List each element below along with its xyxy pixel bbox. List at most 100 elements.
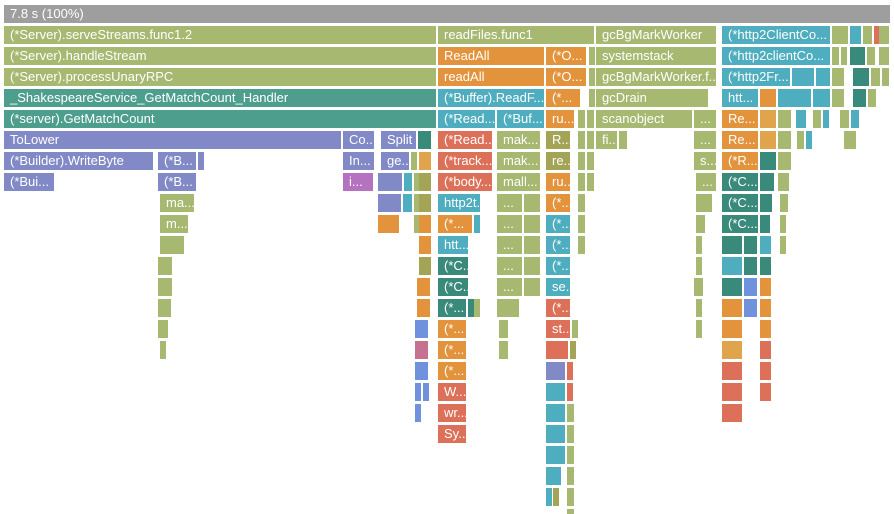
flame-frame[interactable]	[619, 131, 627, 149]
flame-frame-htt[interactable]: htt...	[438, 236, 468, 254]
flame-frame[interactable]	[546, 467, 561, 485]
flame-frame[interactable]	[589, 89, 595, 107]
flame-frame[interactable]	[879, 26, 889, 44]
flame-frame-re[interactable]: Re...	[722, 131, 758, 149]
flame-frame-re[interactable]: Re...	[722, 110, 758, 128]
flame-frame[interactable]	[841, 47, 847, 65]
flame-frame[interactable]: (*...	[438, 341, 466, 359]
flame-frame[interactable]	[524, 257, 540, 275]
flame-frame[interactable]	[414, 194, 420, 212]
flame-frame[interactable]	[722, 236, 742, 254]
flame-frame[interactable]	[497, 299, 519, 317]
flame-frame[interactable]	[567, 362, 573, 380]
flame-frame[interactable]	[760, 89, 776, 107]
flame-frame[interactable]	[419, 215, 431, 233]
flame-frame[interactable]	[696, 320, 702, 338]
flame-frame[interactable]: ...	[696, 173, 716, 191]
flame-frame[interactable]	[158, 278, 172, 296]
flame-frame[interactable]	[567, 383, 573, 401]
flame-frame-c[interactable]: (*C...	[438, 257, 468, 275]
flame-frame[interactable]	[158, 320, 168, 338]
flame-frame[interactable]	[840, 110, 849, 128]
flame-frame[interactable]	[414, 173, 420, 191]
flame-frame[interactable]	[823, 110, 829, 128]
flame-frame[interactable]	[172, 236, 178, 254]
flame-frame[interactable]: ...	[497, 257, 522, 275]
flame-frame[interactable]	[570, 341, 576, 359]
flame-frame[interactable]	[587, 152, 594, 170]
flame-frame[interactable]	[414, 215, 420, 233]
flame-frame[interactable]	[546, 425, 565, 443]
flame-frame[interactable]	[418, 131, 431, 149]
flame-frame[interactable]	[415, 362, 428, 380]
flame-frame[interactable]	[832, 68, 844, 86]
flame-frame[interactable]	[696, 236, 702, 254]
flame-frame[interactable]	[722, 383, 742, 401]
flame-frame-mak[interactable]: mak...	[497, 152, 540, 170]
flame-frame[interactable]	[797, 131, 804, 149]
flame-frame-wr[interactable]: wr...	[438, 404, 466, 422]
flame-frame-b[interactable]: (*B...	[158, 173, 196, 191]
flame-frame[interactable]: (*...	[546, 89, 580, 107]
flame-frame-buf[interactable]: (*Buf...	[497, 110, 544, 128]
flame-frame-st[interactable]: st...	[546, 320, 570, 338]
flame-frame[interactable]	[378, 194, 401, 212]
flame-frame[interactable]	[760, 257, 771, 275]
flame-frame[interactable]: (*...	[546, 257, 570, 275]
flame-frame-gcbgmarkworker-f[interactable]: gcBgMarkWorker.f...	[596, 68, 716, 86]
flame-frame[interactable]	[404, 173, 412, 191]
flame-frame-shakespeareservice-getmatchcount-handler[interactable]: _ShakespeareService_GetMatchCount_Handle…	[4, 89, 436, 107]
flame-frame[interactable]	[832, 47, 839, 65]
flame-frame[interactable]	[166, 236, 172, 254]
flame-frame[interactable]	[378, 173, 402, 191]
flame-frame-readfiles-func1[interactable]: readFiles.func1	[438, 26, 594, 44]
flame-frame-sy[interactable]: Sy...	[438, 425, 466, 443]
flame-frame[interactable]	[868, 89, 876, 107]
flame-frame[interactable]	[722, 299, 742, 317]
flame-frame-gcbgmarkworker[interactable]: gcBgMarkWorker	[596, 26, 716, 44]
flame-frame[interactable]	[760, 152, 776, 170]
flame-frame-scanobject[interactable]: scanobject	[596, 110, 692, 128]
flame-frame-c[interactable]: (*C...	[722, 173, 758, 191]
flame-frame[interactable]	[572, 320, 578, 338]
flame-frame[interactable]	[806, 131, 812, 149]
flame-frame[interactable]	[832, 89, 844, 107]
flame-frame[interactable]	[578, 173, 585, 191]
flame-frame-ge[interactable]: ge...	[381, 152, 409, 170]
flame-frame[interactable]	[468, 299, 474, 317]
flame-frame[interactable]	[813, 89, 830, 107]
flame-frame[interactable]	[553, 488, 559, 506]
flame-frame[interactable]	[578, 110, 585, 128]
flame-frame-bui[interactable]: (*Bui...	[4, 173, 54, 191]
flame-frame[interactable]	[813, 110, 821, 128]
flame-frame[interactable]	[780, 215, 786, 233]
flame-frame[interactable]	[419, 173, 431, 191]
flame-frame[interactable]	[158, 299, 171, 317]
flame-frame[interactable]: (*...	[438, 362, 466, 380]
flame-frame[interactable]	[844, 131, 856, 149]
flame-frame[interactable]	[874, 26, 880, 44]
flame-frame[interactable]	[378, 215, 399, 233]
flame-frame[interactable]	[760, 383, 771, 401]
flame-frame[interactable]	[417, 299, 430, 317]
flame-frame-server-processunaryrpc[interactable]: (*Server).processUnaryRPC	[4, 68, 436, 86]
flame-frame[interactable]	[567, 446, 574, 464]
flame-frame[interactable]	[567, 467, 574, 485]
flame-frame[interactable]	[415, 341, 428, 359]
flame-frame-server-servestreams-func1-2[interactable]: (*Server).serveStreams.func1.2	[4, 26, 436, 44]
flame-frame[interactable]	[816, 68, 830, 86]
flame-frame[interactable]: (*...	[546, 299, 570, 317]
flame-frame-re[interactable]: re...	[546, 152, 570, 170]
flame-frame-r[interactable]: R...	[546, 131, 570, 149]
flame-frame[interactable]	[744, 236, 757, 254]
flame-frame-in[interactable]: In...	[343, 152, 374, 170]
flame-frame[interactable]	[696, 194, 712, 212]
flame-frame[interactable]	[499, 320, 508, 338]
flame-frame-c[interactable]: (*C...	[722, 194, 758, 212]
flame-frame[interactable]: ...	[497, 236, 522, 254]
flame-frame[interactable]	[722, 362, 742, 380]
flame-frame[interactable]	[403, 194, 412, 212]
flame-frame-http2clientco[interactable]: (*http2ClientCo...	[722, 26, 830, 44]
flame-frame[interactable]	[760, 215, 770, 233]
flame-frame[interactable]	[722, 320, 742, 338]
